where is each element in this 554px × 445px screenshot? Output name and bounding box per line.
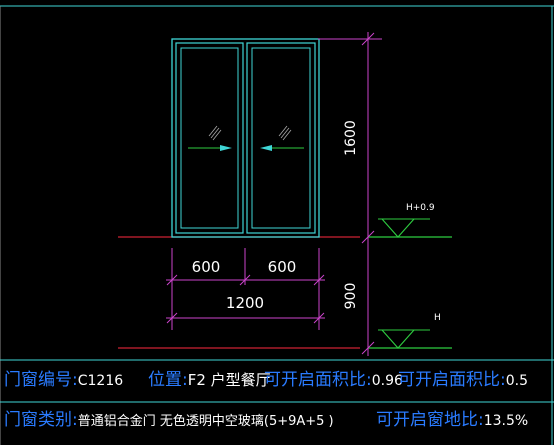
position-label: 位置: [148, 370, 188, 390]
left-slide-arrow [188, 145, 232, 151]
open-area-value-b: 0.5 [505, 373, 528, 389]
vertical-dimension [318, 32, 382, 356]
right-slide-arrow [260, 145, 304, 151]
upper-level-symbol [378, 218, 430, 238]
open-area-label-a: 可开启面积比: [264, 370, 372, 390]
open-area-label-b: 可开启面积比: [398, 370, 506, 390]
right-glass-hatch [278, 125, 292, 141]
door-type-value: 普通铝合金门 无色透明中空玻璃(5+9A+5 ) [77, 414, 334, 429]
dim-total-width: 1200 [226, 294, 264, 312]
right-leaf-glass [251, 47, 311, 229]
dim-right-leaf: 600 [268, 258, 297, 276]
position-value: F2 户型餐厅 [187, 371, 271, 389]
dim-left-leaf: 600 [192, 258, 221, 276]
door-code-label: 门窗编号: [4, 370, 78, 390]
info-open-area-a: 可开启面积比:0.96 [264, 372, 403, 389]
level-upper-label: H+0.9 [406, 203, 435, 213]
horizontal-dimensions [166, 248, 325, 330]
info-open-area-b: 可开启面积比:0.5 [398, 372, 528, 389]
open-area-value-a: 0.96 [371, 373, 403, 389]
lower-level-symbol [378, 329, 430, 349]
window-floor-ratio-label: 可开启窗地比: [376, 410, 484, 430]
level-lower-label: H [434, 313, 441, 323]
left-leaf-glass [180, 47, 239, 229]
info-position: 位置:F2 户型餐厅 [148, 372, 271, 389]
dim-sill-height: 900 [343, 283, 359, 310]
info-row-2: 门窗类别:普通铝合金门 无色透明中空玻璃(5+9A+5 ) [4, 412, 334, 429]
left-leaf-frame [175, 42, 244, 234]
info-ratio: 可开启窗地比:13.5% [376, 412, 528, 429]
door-code-value: C1216 [77, 373, 124, 389]
window-outer-frame [171, 38, 320, 238]
right-leaf-frame [246, 42, 316, 234]
dim-window-height: 1600 [343, 120, 359, 156]
left-glass-hatch [208, 125, 222, 141]
door-type-label: 门窗类别: [4, 410, 78, 430]
info-row-1: 门窗编号:C1216 [4, 372, 123, 389]
window-floor-ratio-value: 13.5% [483, 413, 529, 429]
